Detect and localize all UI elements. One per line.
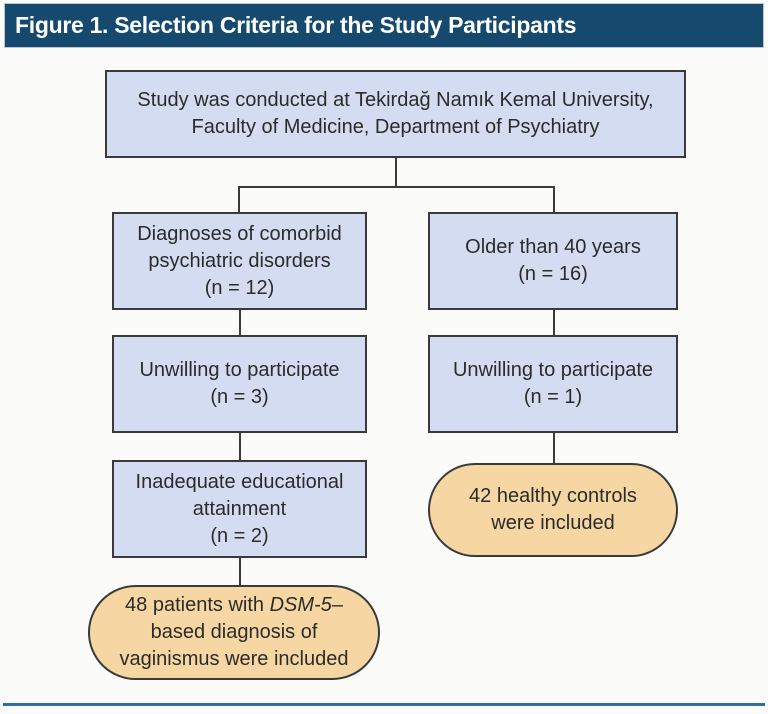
node-text-segment: – bbox=[331, 594, 343, 616]
connector-top-stem bbox=[395, 158, 397, 188]
flow-node-older-than-40: Older than 40 years (n = 16) bbox=[428, 212, 678, 310]
connector-right-drop bbox=[553, 186, 555, 212]
node-text-segment: 48 patients with bbox=[125, 594, 270, 616]
node-text-line: Inadequate educational bbox=[135, 470, 344, 493]
node-text-line: Unwilling to participate bbox=[452, 359, 654, 381]
node-text-line: attainment bbox=[192, 497, 287, 520]
flow-node-study-site: Study was conducted at Tekirdağ Namık Ke… bbox=[105, 70, 686, 158]
flow-node-controls-included: 42 healthy controls were included bbox=[428, 463, 678, 557]
node-text-line: vaginismus were included bbox=[119, 648, 349, 670]
node-n-count: (n = 3) bbox=[210, 386, 269, 408]
node-text-line: Unwilling to participate bbox=[139, 359, 340, 381]
node-text-line: Older than 40 years bbox=[465, 236, 641, 258]
figure-title-bar: Figure 1. Selection Criteria for the Stu… bbox=[4, 3, 764, 48]
connector-right-2-result bbox=[553, 433, 555, 463]
flow-node-inadequate-education: Inadequate educational attainment (n = 2… bbox=[112, 460, 367, 558]
flow-node-unwilling-patients: Unwilling to participate (n = 3) bbox=[112, 335, 367, 433]
node-text-line: based diagnosis of bbox=[150, 621, 318, 643]
connector-left-2-3 bbox=[239, 433, 241, 460]
node-text-line: 48 patients with DSM-5– bbox=[125, 592, 343, 619]
node-text-line: psychiatric disorders bbox=[148, 249, 331, 272]
node-text-line: Faculty of Medicine, Department of Psych… bbox=[191, 116, 600, 138]
connector-left-3-result bbox=[239, 558, 241, 585]
node-n-count: (n = 12) bbox=[204, 276, 275, 299]
connector-left-drop bbox=[238, 186, 240, 212]
node-text-line: were included bbox=[491, 512, 615, 534]
node-text-line: Study was conducted at Tekirdağ Namık Ke… bbox=[137, 89, 654, 111]
connector-branch-horizontal bbox=[238, 186, 555, 188]
node-n-count: (n = 2) bbox=[210, 524, 269, 547]
flow-node-patients-included: 48 patients with DSM-5– based diagnosis … bbox=[88, 585, 380, 680]
dsm5-italic-text: DSM-5 bbox=[269, 594, 332, 616]
node-n-count: (n = 16) bbox=[518, 263, 588, 285]
connector-right-1-2 bbox=[553, 310, 555, 335]
node-n-count: (n = 1) bbox=[523, 386, 583, 408]
figure-bottom-rule bbox=[3, 703, 765, 706]
connector-left-1-2 bbox=[239, 310, 241, 335]
node-text-line: 42 healthy controls bbox=[469, 485, 637, 507]
flow-node-unwilling-controls: Unwilling to participate (n = 1) bbox=[428, 335, 678, 433]
node-text-line: Diagnoses of comorbid bbox=[137, 222, 342, 245]
flow-node-comorbid-disorders: Diagnoses of comorbid psychiatric disord… bbox=[112, 212, 367, 310]
figure-title: Figure 1. Selection Criteria for the Stu… bbox=[15, 12, 577, 38]
